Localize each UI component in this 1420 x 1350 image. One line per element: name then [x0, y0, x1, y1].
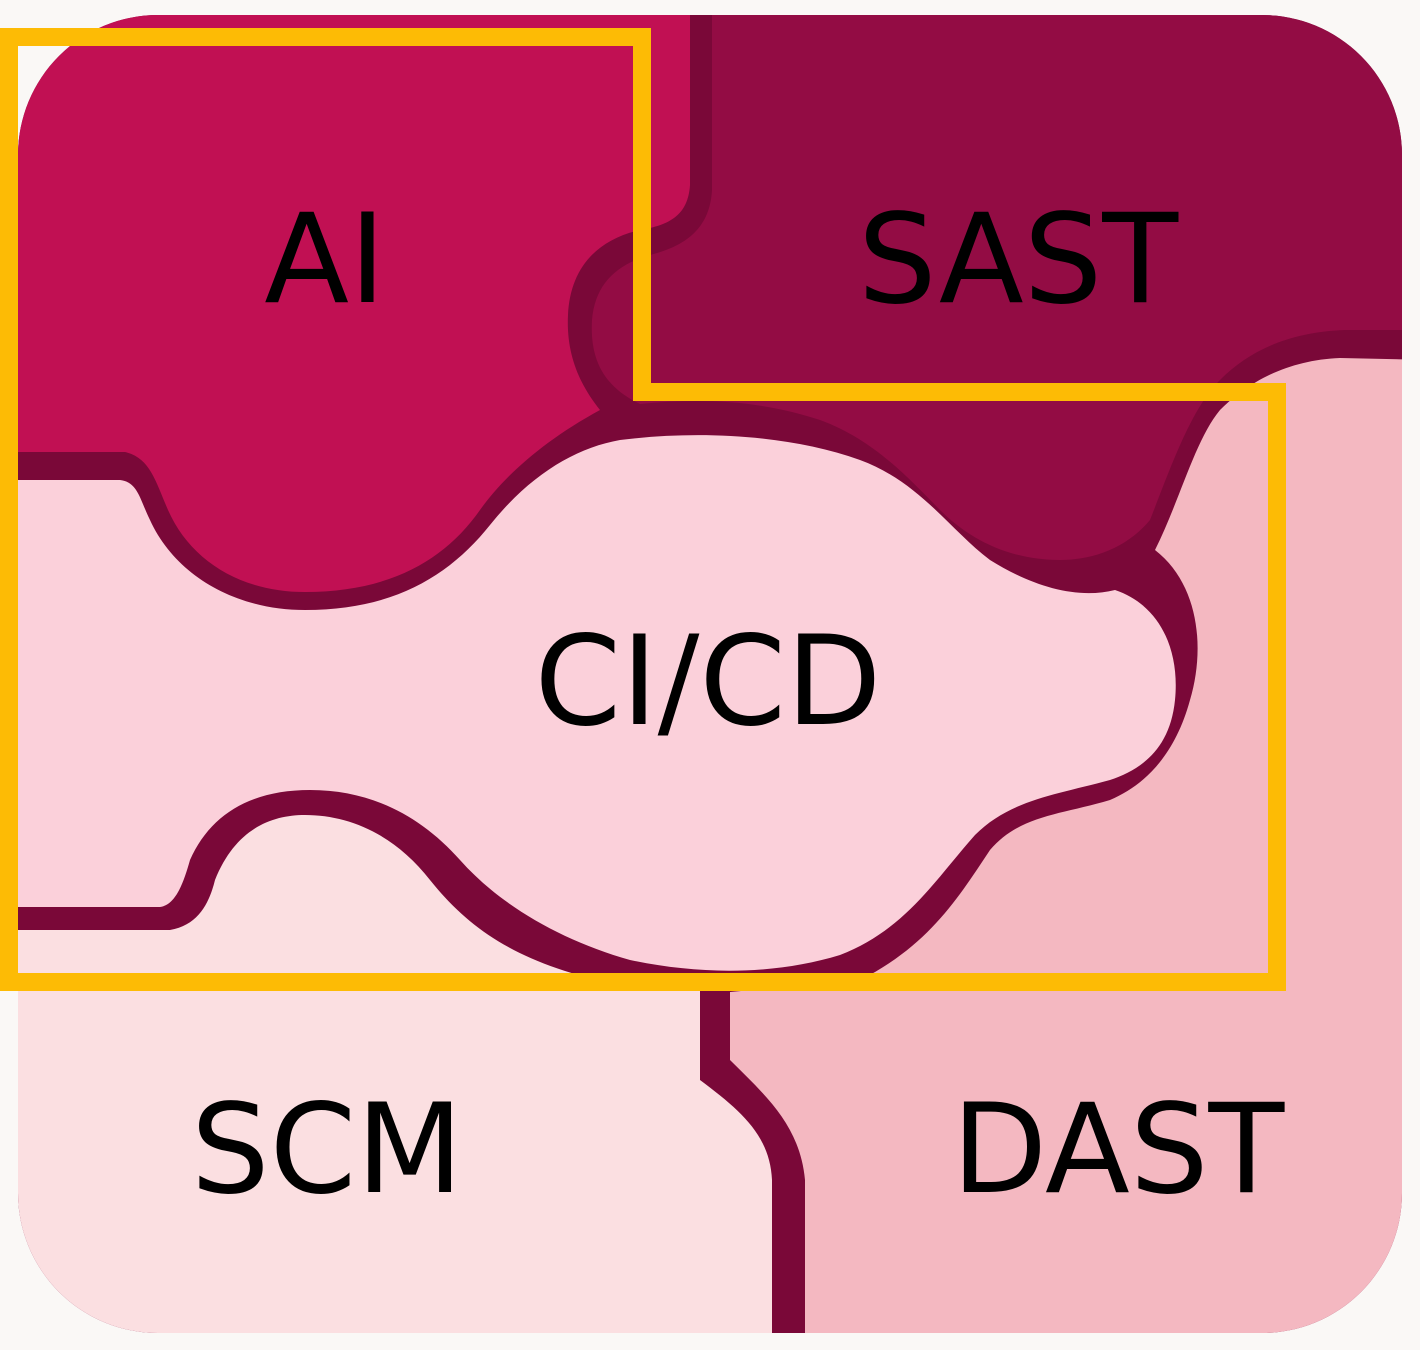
piece-ai	[18, 15, 690, 592]
label-scm: SCM	[191, 1078, 463, 1222]
label-ai: AI	[264, 188, 385, 332]
piece-sast	[591, 15, 1402, 560]
piece-dast	[730, 358, 1402, 1333]
piece-cicd	[18, 435, 1176, 971]
label-sast: SAST	[858, 188, 1180, 332]
highlight-outline	[0, 28, 1286, 991]
label-dast: DAST	[952, 1078, 1286, 1222]
piece-scm	[18, 815, 772, 1333]
label-cicd: CI/CD	[535, 610, 882, 754]
